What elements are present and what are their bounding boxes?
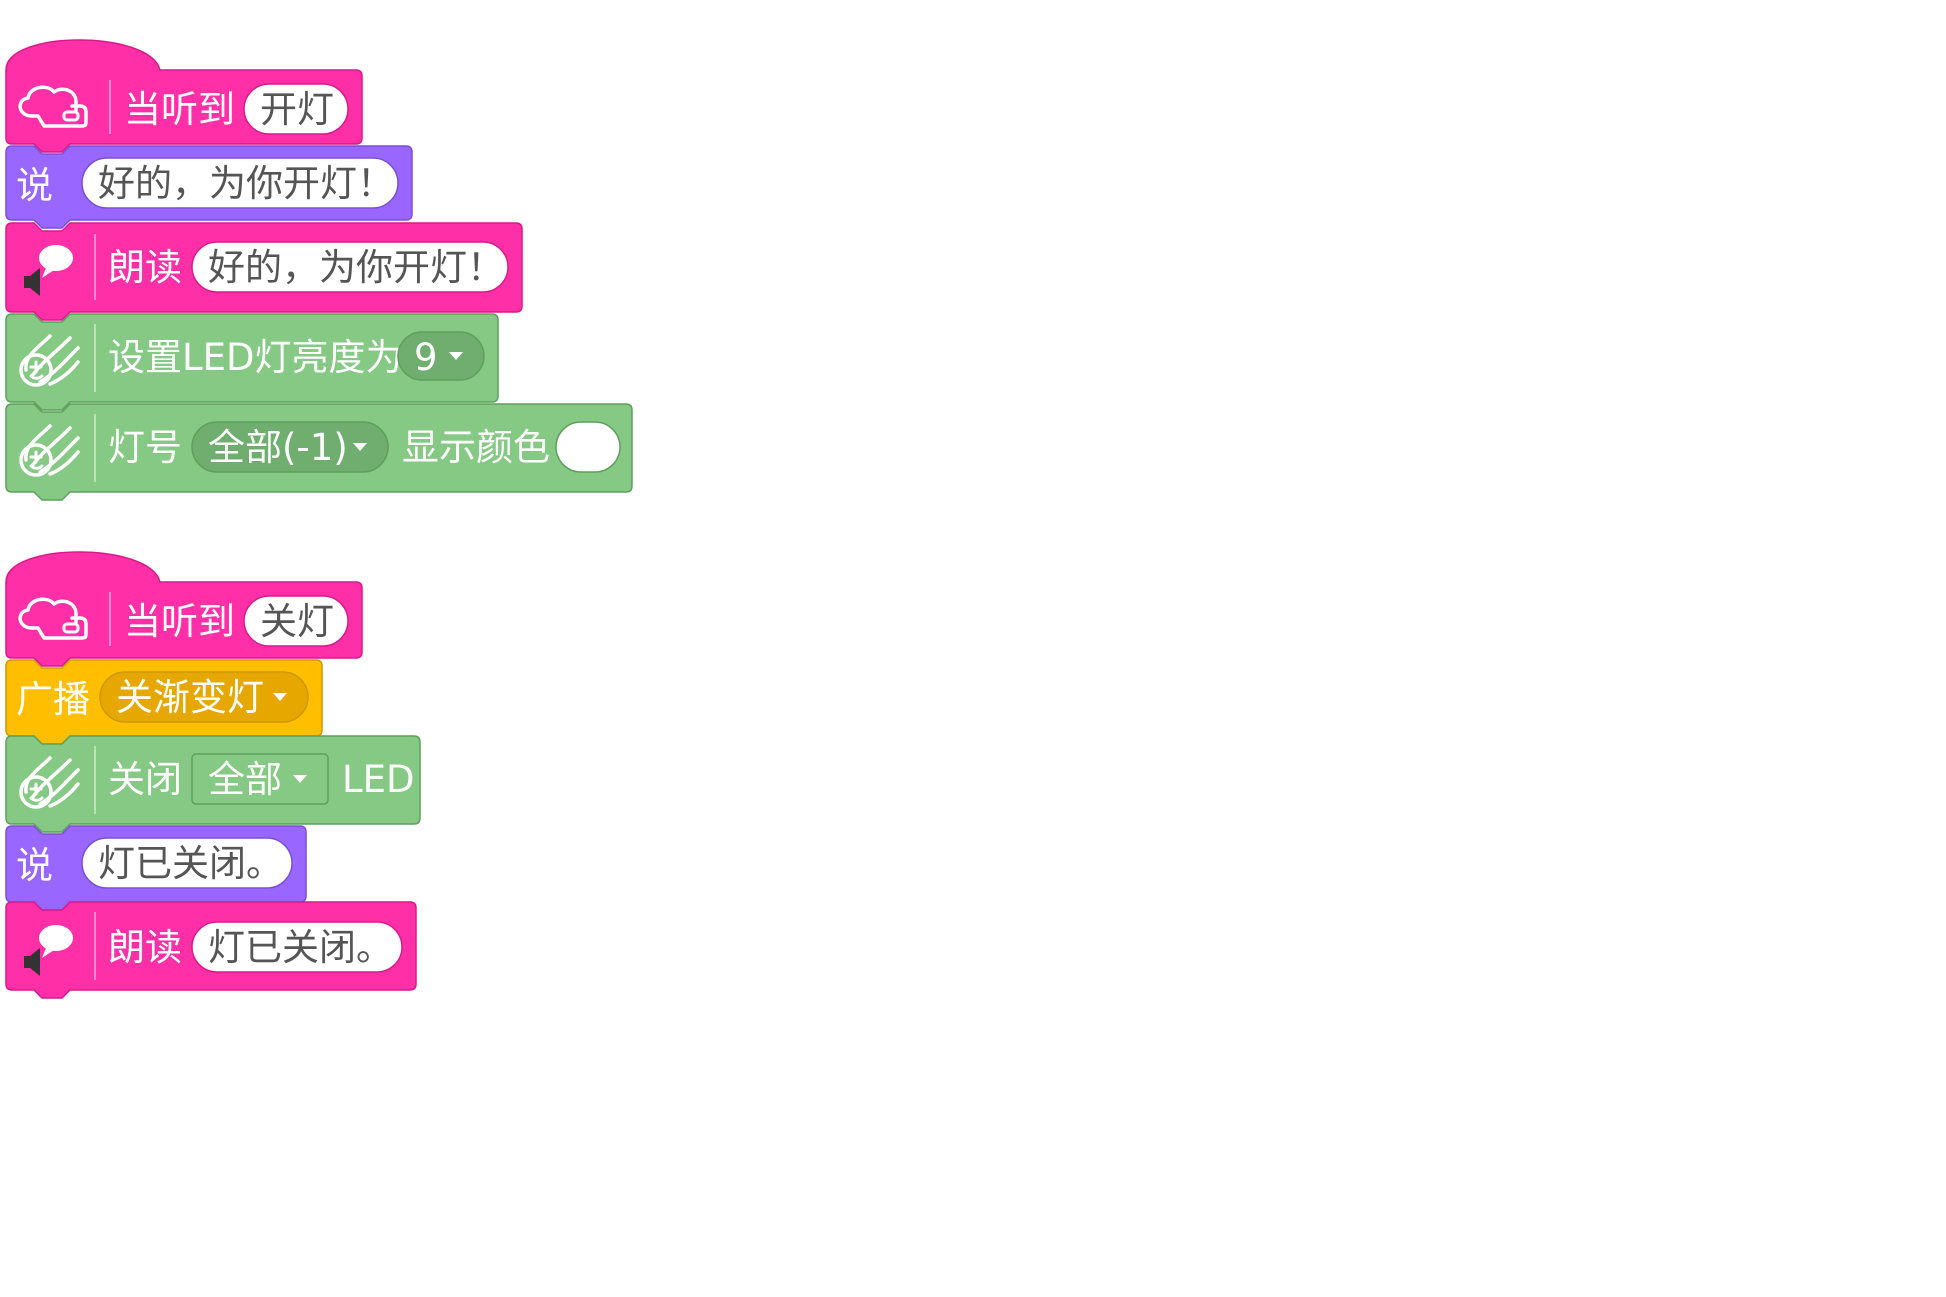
speak-text-value: 好的，为你开灯！	[208, 246, 504, 289]
say-block[interactable]: 说 好的，为你开灯！	[5, 145, 413, 229]
led-index-dropdown[interactable]	[191, 421, 389, 473]
broadcast-block[interactable]: 广播 关渐变灯	[5, 659, 323, 745]
brightness-dropdown[interactable]	[397, 331, 485, 381]
keyword-value: 关灯	[260, 600, 334, 643]
broadcast-message-value: 关渐变灯	[116, 676, 264, 719]
block-label: 设置LED灯亮度为	[108, 336, 402, 379]
led-show-color-block[interactable]: 灯号 全部(-1) 显示颜色	[5, 403, 633, 501]
led-off-block[interactable]: 关闭 全部 LED	[5, 735, 421, 833]
keyword-input[interactable]	[243, 83, 349, 135]
hat-block-when-hear[interactable]: 当听到 关灯	[5, 551, 363, 667]
keyword-value: 开灯	[260, 88, 334, 131]
say-text-value: 好的，为你开灯！	[98, 162, 394, 205]
led-target-value: 全部	[208, 758, 282, 801]
color-picker-swatch[interactable]	[555, 421, 621, 473]
block-label: 朗读	[108, 246, 182, 289]
tts-speak-block[interactable]: 朗读 灯已关闭。	[5, 901, 417, 999]
block-label: 朗读	[108, 926, 182, 969]
script-2[interactable]: 当听到 关灯 广播 关渐变灯 关闭 全部 LED 说	[5, 551, 421, 999]
set-led-brightness-block[interactable]: 设置LED灯亮度为 9	[5, 313, 499, 411]
broadcast-message-dropdown[interactable]	[99, 671, 309, 723]
block-label-2: LED	[342, 758, 414, 801]
say-text-input[interactable]	[81, 157, 399, 209]
script-1[interactable]: 当听到 开灯 说 好的，为你开灯！ 朗读 好的，为你开灯！ 设置LED灯亮度为	[5, 39, 633, 501]
block-label-2: 显示颜色	[402, 426, 550, 469]
speak-text-value: 灯已关闭。	[208, 926, 393, 969]
hat-block-when-hear[interactable]: 当听到 开灯	[5, 39, 363, 153]
brightness-value: 9	[414, 336, 438, 379]
led-index-value: 全部(-1)	[208, 426, 348, 469]
say-text-input[interactable]	[81, 837, 293, 889]
tts-speak-block[interactable]: 朗读 好的，为你开灯！	[5, 222, 523, 321]
block-label: 说	[16, 164, 53, 207]
led-target-dropdown[interactable]	[191, 753, 329, 805]
block-label: 说	[16, 844, 53, 887]
say-block[interactable]: 说 灯已关闭。	[5, 825, 307, 911]
block-label: 当听到	[124, 88, 235, 131]
block-label: 广播	[16, 678, 90, 721]
block-label: 灯号	[108, 426, 182, 469]
block-label: 当听到	[124, 600, 235, 643]
say-text-value: 灯已关闭。	[98, 842, 283, 885]
speak-text-input[interactable]	[191, 241, 509, 293]
speak-text-input[interactable]	[191, 921, 403, 973]
block-label: 关闭	[108, 758, 182, 801]
keyword-input[interactable]	[243, 595, 349, 647]
